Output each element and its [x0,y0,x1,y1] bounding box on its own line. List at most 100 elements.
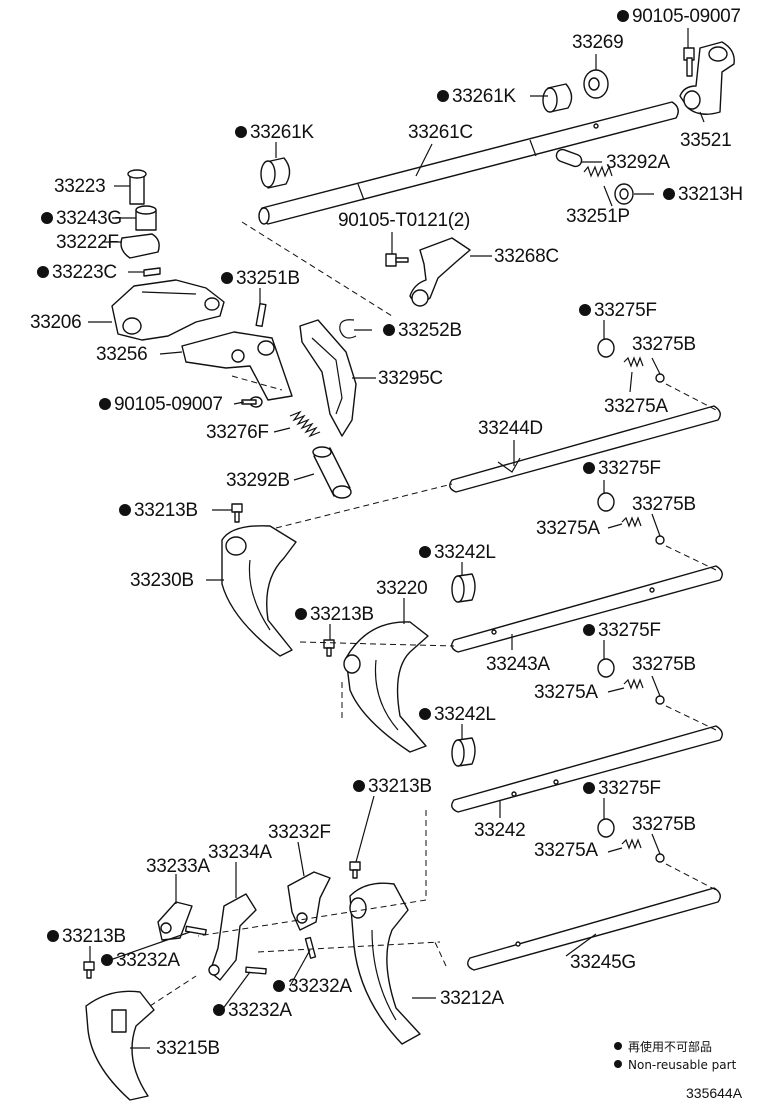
part-number-text[interactable]: 33232A [116,950,181,971]
part-number-text[interactable]: 33242L [434,704,496,725]
part-label-33232f[interactable]: 33232F [268,822,331,843]
part-number-text[interactable]: 33275A [534,840,599,861]
part-label-33275b-1[interactable]: 33275B [632,334,696,355]
part-number-text[interactable]: 33243G [56,208,122,229]
part-number-text[interactable]: 33251P [566,206,630,227]
part-label-33222f[interactable]: 33222F [56,232,119,253]
part-label-33275f-3[interactable]: 33275F [583,620,661,641]
part-number-text[interactable]: 33275B [632,654,696,675]
part-number-text[interactable]: 33261C [408,122,473,143]
part-label-33252b[interactable]: 33252B [383,320,462,341]
part-label-33521[interactable]: 33521 [680,130,732,151]
part-number-text[interactable]: 90105-09007 [632,6,741,27]
part-number-text[interactable]: 33275F [598,778,661,799]
part-number-text[interactable]: 33275F [598,458,661,479]
part-number-text[interactable]: 33213B [62,926,126,947]
part-label-33292a[interactable]: 33292A [606,152,671,173]
part-label-90105-09007-top[interactable]: 90105-09007 [617,6,741,27]
part-label-33295c[interactable]: 33295C [378,368,443,389]
part-number-text[interactable]: 33275B [632,814,696,835]
part-number-text[interactable]: 33292A [606,152,671,173]
part-label-90105-t0121[interactable]: 90105-T0121(2) [338,210,470,231]
part-number-text[interactable]: 33261K [250,122,315,143]
part-label-33234a[interactable]: 33234A [208,842,273,863]
part-label-33275b-4[interactable]: 33275B [632,814,696,835]
part-number-text[interactable]: 33232F [268,822,331,843]
part-number-text[interactable]: 33276F [206,422,269,443]
part-label-33244d[interactable]: 33244D [478,418,543,439]
part-number-text[interactable]: 33292B [226,470,290,491]
part-label-33232a-3[interactable]: 33232A [213,1000,293,1021]
part-number-text[interactable]: 33223C [52,262,117,283]
part-label-33213b-4[interactable]: 33213B [47,926,126,947]
part-number-text[interactable]: 33233A [146,856,211,877]
part-number-text[interactable]: 33252B [398,320,462,341]
part-label-33223[interactable]: 33223 [54,176,106,197]
part-label-33242l-1[interactable]: 33242L [419,542,496,563]
part-number-text[interactable]: 33244D [478,418,543,439]
part-label-33275a-1[interactable]: 33275A [604,396,669,417]
part-label-33275b-2[interactable]: 33275B [632,494,696,515]
part-number-text[interactable]: 33212A [440,988,505,1009]
part-label-33275b-3[interactable]: 33275B [632,654,696,675]
part-label-33292b[interactable]: 33292B [226,470,290,491]
part-label-33275a-4[interactable]: 33275A [534,840,599,861]
part-number-text[interactable]: 33206 [30,312,82,333]
part-number-text[interactable]: 33275B [632,334,696,355]
part-label-33276f[interactable]: 33276F [206,422,269,443]
part-number-text[interactable]: 33268C [494,246,559,267]
part-number-text[interactable]: 33275A [604,396,669,417]
part-label-33213h[interactable]: 33213H [663,184,743,205]
part-label-33242[interactable]: 33242 [474,820,526,841]
part-number-text[interactable]: 33215B [156,1038,220,1059]
part-label-33213b-1[interactable]: 33213B [119,500,198,521]
part-label-33268c[interactable]: 33268C [494,246,559,267]
part-number-text[interactable]: 33275F [594,300,657,321]
part-label-33215b[interactable]: 33215B [156,1038,220,1059]
part-label-33243a[interactable]: 33243A [486,654,551,675]
part-label-33275a-3[interactable]: 33275A [534,682,599,703]
part-number-text[interactable]: 33269 [572,32,624,53]
part-number-text[interactable]: 33242L [434,542,496,563]
part-label-33245g[interactable]: 33245G [570,952,636,973]
part-label-33233a[interactable]: 33233A [146,856,211,877]
part-number-text[interactable]: 33213B [310,604,374,625]
part-number-text[interactable]: 33213B [134,500,198,521]
part-number-text[interactable]: 33295C [378,368,443,389]
part-label-33251p[interactable]: 33251P [566,206,630,227]
part-number-text[interactable]: 33232A [288,976,353,997]
part-number-text[interactable]: 33275F [598,620,661,641]
part-label-33275f-4[interactable]: 33275F [583,778,661,799]
part-label-33275a-2[interactable]: 33275A [536,518,601,539]
part-number-text[interactable]: 90105-09007 [114,394,223,415]
part-number-text[interactable]: 33242 [474,820,526,841]
part-number-text[interactable]: 33222F [56,232,119,253]
part-label-33220[interactable]: 33220 [376,578,428,599]
part-label-33223c[interactable]: 33223C [37,262,117,283]
part-number-text[interactable]: 33275A [534,682,599,703]
part-label-33275f-1[interactable]: 33275F [579,300,657,321]
part-number-text[interactable]: 33213B [368,776,432,797]
part-label-33230b[interactable]: 33230B [130,570,194,591]
part-number-text[interactable]: 33220 [376,578,428,599]
part-number-text[interactable]: 33275A [536,518,601,539]
part-number-text[interactable]: 33521 [680,130,732,151]
part-label-33213b-2[interactable]: 33213B [295,604,374,625]
part-label-33261c[interactable]: 33261C [408,122,473,143]
part-number-text[interactable]: 33256 [96,344,148,365]
part-label-33261k-a[interactable]: 33261K [437,86,517,107]
part-number-text[interactable]: 33275B [632,494,696,515]
part-label-33232a-1[interactable]: 33232A [101,950,181,971]
part-label-33243g[interactable]: 33243G [41,208,122,229]
part-label-33242l-2[interactable]: 33242L [419,704,496,725]
part-label-33269[interactable]: 33269 [572,32,624,53]
part-number-text[interactable]: 33213H [678,184,743,205]
part-number-text[interactable]: 33261K [452,86,517,107]
part-number-text[interactable]: 33230B [130,570,194,591]
part-number-text[interactable]: 33223 [54,176,106,197]
part-number-text[interactable]: 33243A [486,654,551,675]
part-label-33275f-2[interactable]: 33275F [583,458,661,479]
part-label-90105-09007-mid[interactable]: 90105-09007 [99,394,223,415]
part-number-text[interactable]: 33251B [236,268,300,289]
part-label-33232a-2[interactable]: 33232A [273,976,353,997]
